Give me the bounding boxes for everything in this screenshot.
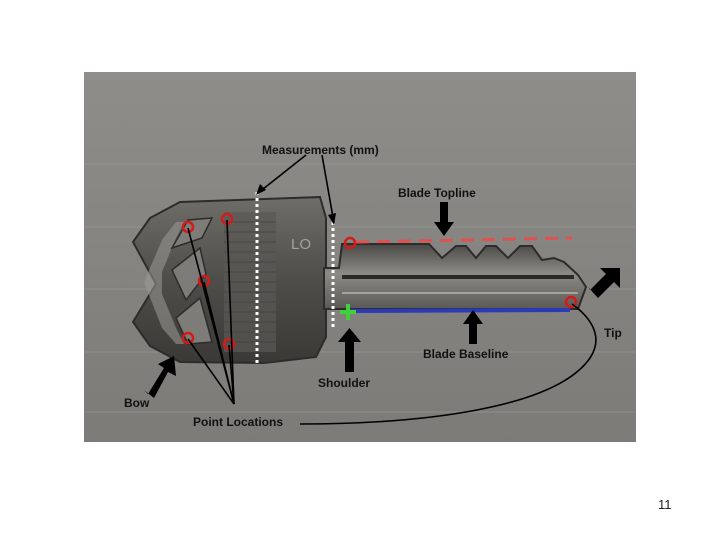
label-shoulder: Shoulder bbox=[318, 376, 370, 390]
label-measurements: Measurements (mm) bbox=[262, 143, 379, 157]
label-blade-baseline: Blade Baseline bbox=[423, 347, 508, 361]
page-number: 11 bbox=[658, 497, 672, 512]
label-blade-topline: Blade Topline bbox=[398, 186, 476, 200]
label-bow: Bow bbox=[124, 396, 149, 410]
label-point-locations: Point Locations bbox=[193, 415, 283, 429]
key-stamp: LO bbox=[291, 236, 311, 253]
label-tip: Tip bbox=[604, 326, 622, 340]
blade-baseline bbox=[350, 310, 570, 311]
